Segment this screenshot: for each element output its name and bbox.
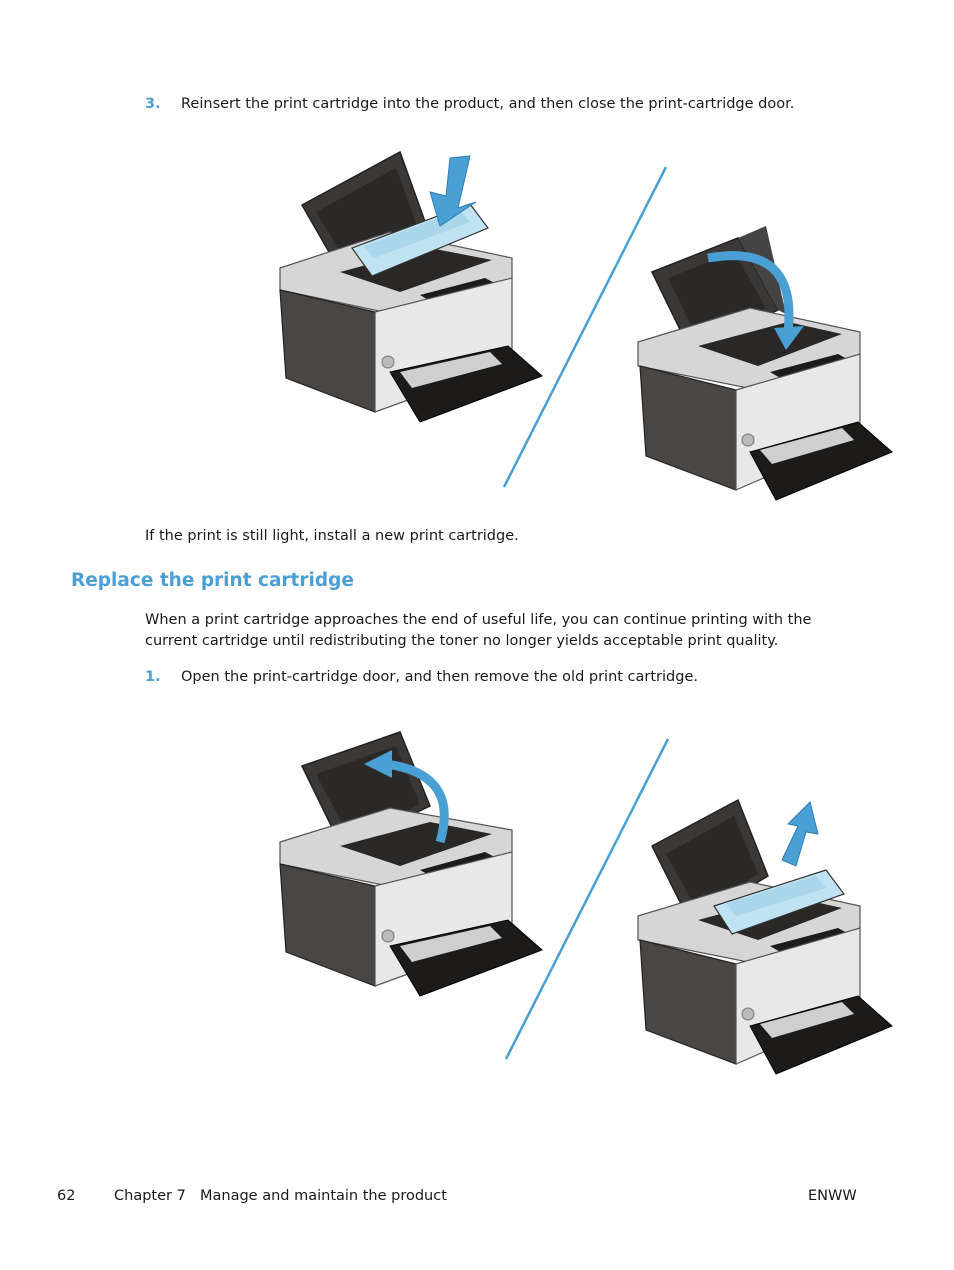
illustration-remove-cartridge [270, 722, 900, 1077]
step-number: 1. [145, 669, 161, 685]
step-text: Reinsert the print cartridge into the pr… [181, 96, 795, 112]
section-intro: When a print cartridge approaches the en… [145, 612, 812, 649]
section-heading: Replace the print cartridge [71, 570, 354, 591]
illustration-reinsert-cartridge [270, 150, 900, 505]
printer-remove-cartridge-image [637, 798, 893, 1075]
divider-line [502, 166, 668, 488]
page-number: 62 [57, 1188, 76, 1204]
printer-open-door-image [279, 731, 543, 997]
printer-insert-cartridge-image [279, 150, 543, 423]
note-text: If the print is still light, install a n… [145, 528, 519, 544]
footer: 62 Chapter 7 Manage and maintain the pro… [0, 1188, 954, 1212]
printer-close-door-image [637, 226, 893, 501]
step-text: Open the print-cartridge door, and then … [181, 669, 698, 685]
step-number: 3. [145, 96, 161, 112]
chapter-title: Manage and maintain the product [200, 1188, 447, 1204]
chapter-label: Chapter 7 [114, 1188, 186, 1204]
locale-code: ENWW [808, 1188, 857, 1204]
divider-line [504, 738, 670, 1060]
